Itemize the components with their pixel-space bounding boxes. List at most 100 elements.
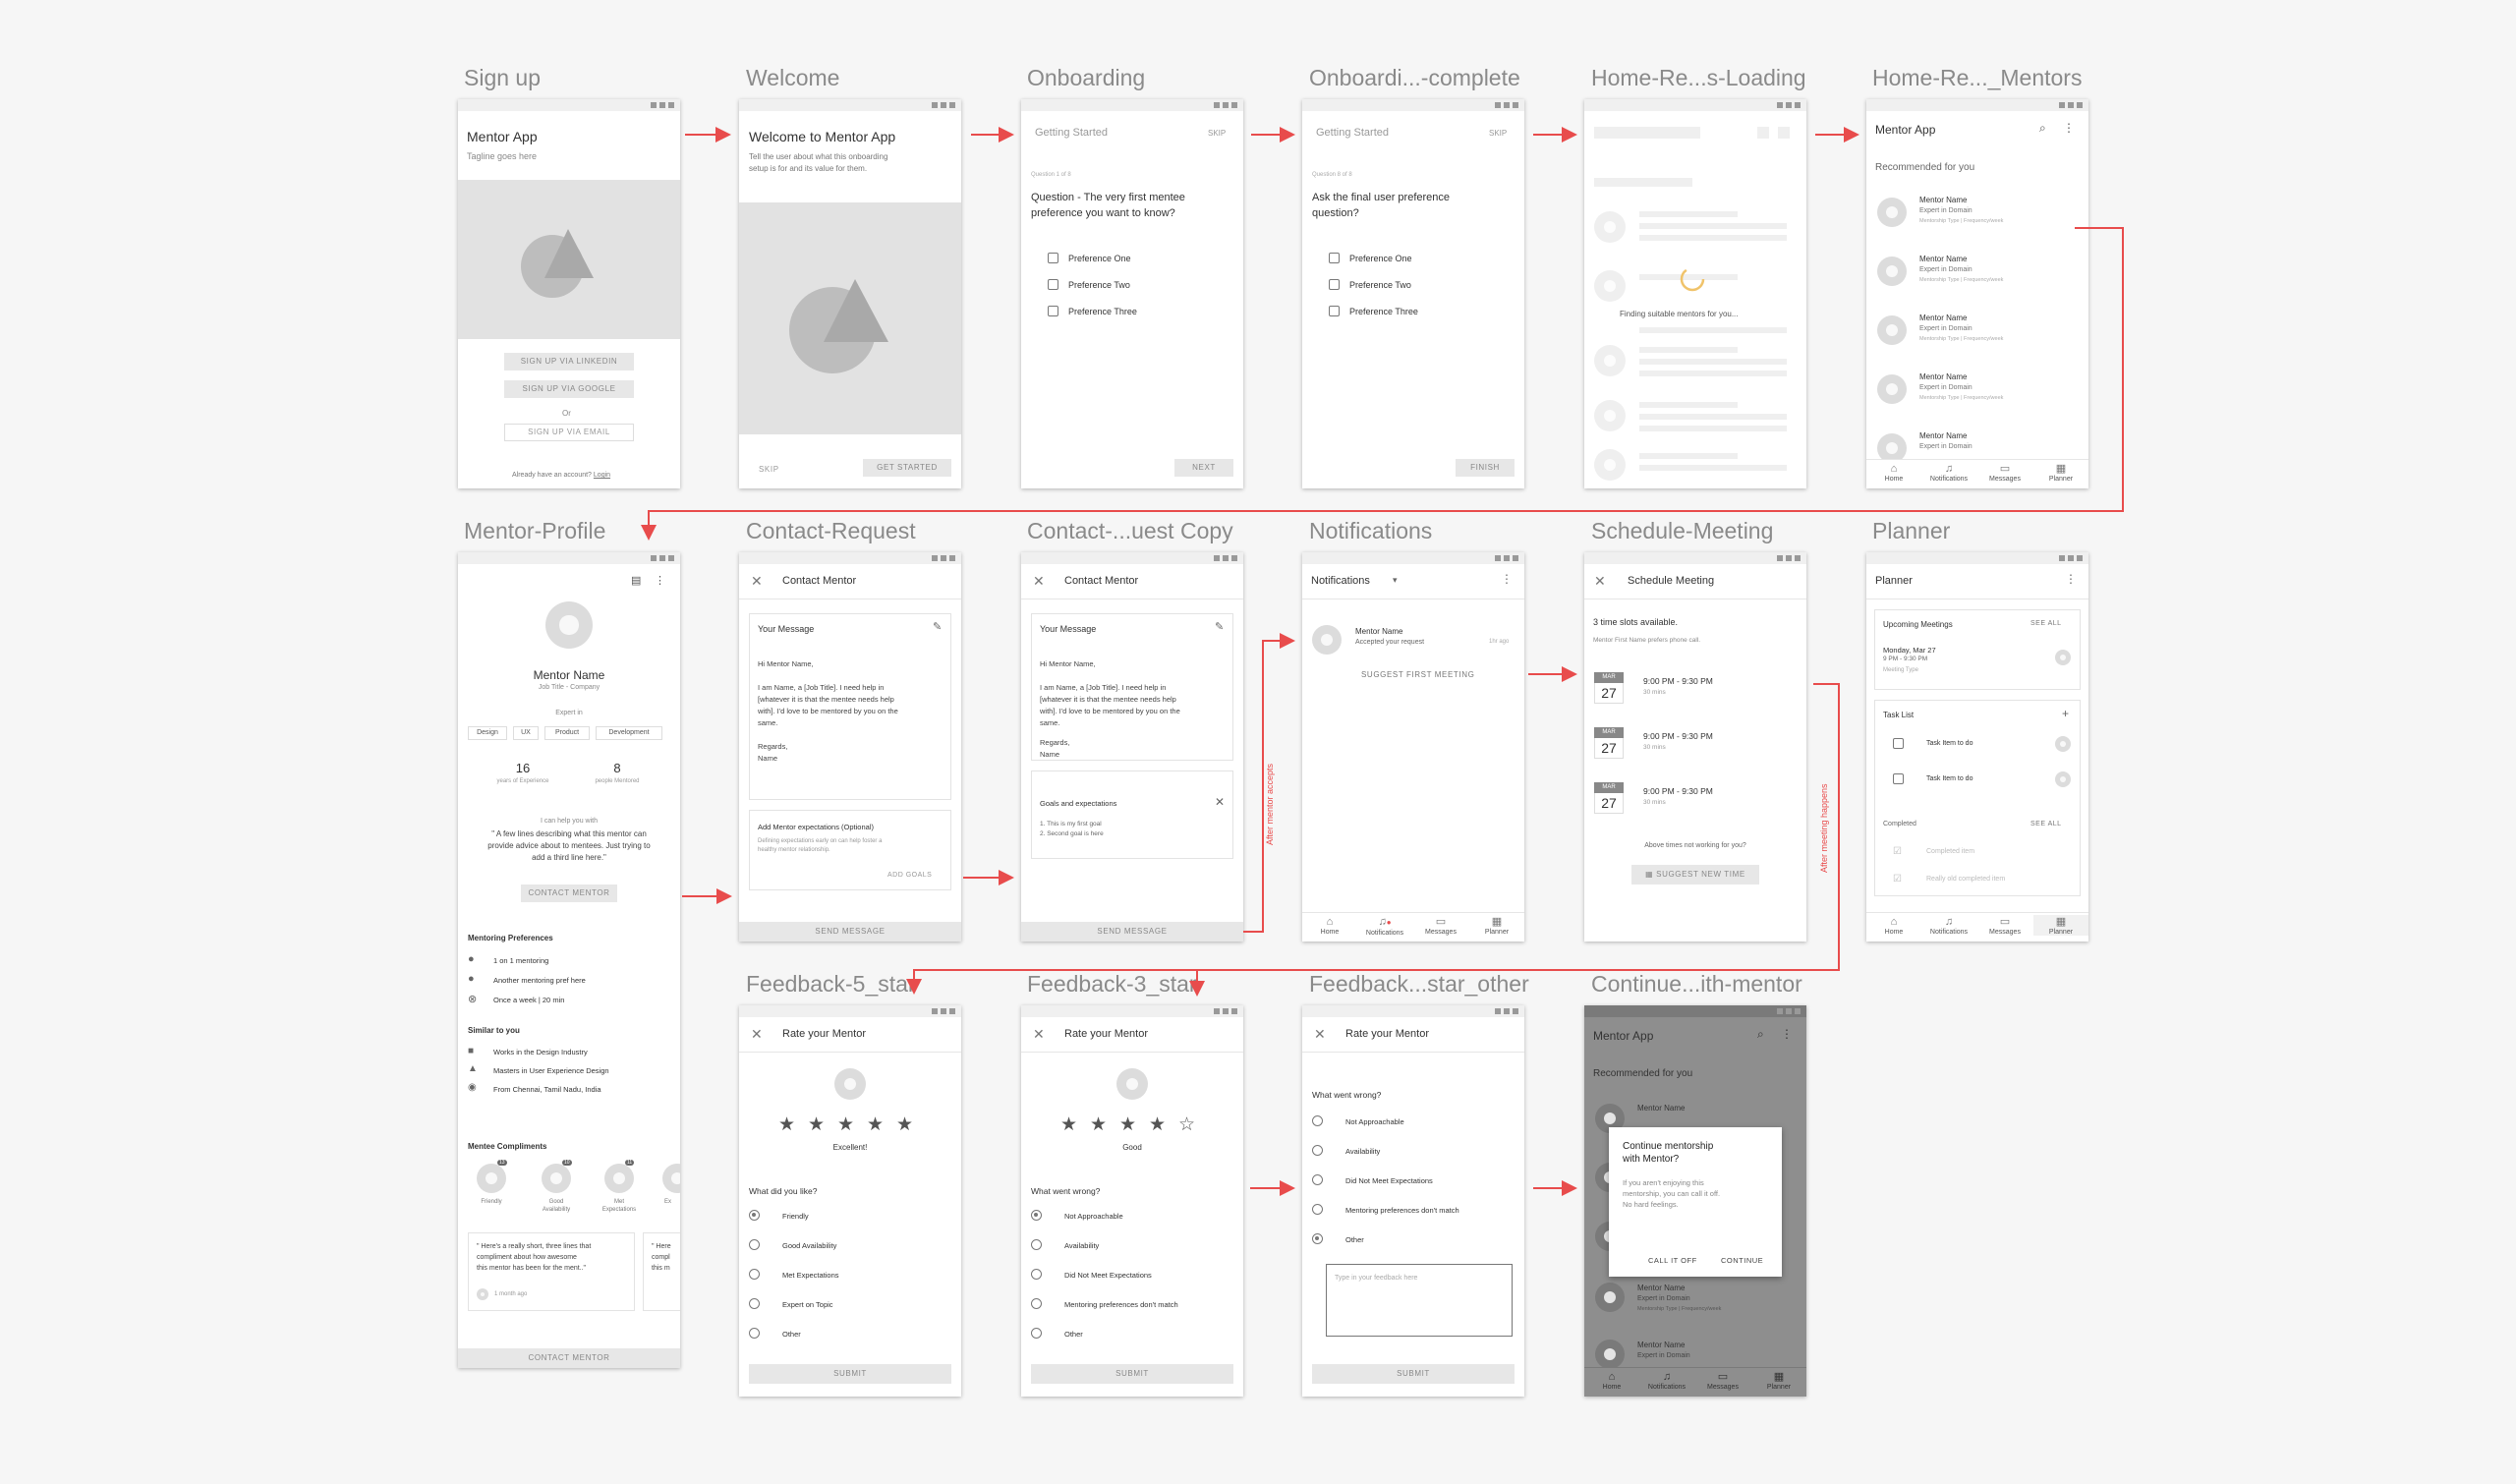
nav-home[interactable]: ⌂Home [1866,462,1921,483]
see-all-link[interactable]: SEE ALL [2030,620,2062,627]
radio-button[interactable] [749,1298,760,1309]
star-filled-icon[interactable]: ★ [1119,1114,1137,1135]
mentor-list-item[interactable]: Mentor Name Expert in Domain Mentorship … [1866,371,2088,428]
radio-button[interactable] [749,1328,760,1339]
star-filled-icon[interactable]: ★ [778,1114,796,1135]
task-checkbox[interactable] [1893,738,1904,749]
message-card[interactable]: Your Message ✎ Hi Mentor Name, I am Name… [1031,613,1233,761]
nav-home[interactable]: ⌂Home [1302,915,1357,936]
nav-notifications[interactable]: ♫●Notifications [1357,915,1412,937]
radio-button[interactable] [1031,1210,1042,1221]
radio-button[interactable] [1031,1269,1042,1280]
nav-notifications[interactable]: ♫Notifications [1921,462,1976,483]
preference-checkbox[interactable] [1329,279,1340,290]
signup-google-button[interactable]: SIGN UP VIA GOOGLE [504,380,634,398]
mentor-list-item[interactable]: Mentor Name Expert in Domain Mentorship … [1866,194,2088,251]
star-filled-icon[interactable]: ★ [808,1114,826,1135]
radio-button[interactable] [1312,1115,1323,1126]
similar-title: Similar to you [468,1026,520,1035]
close-icon[interactable]: ✕ [1033,1026,1045,1042]
search-icon[interactable]: ⌕ [2039,121,2046,135]
star-filled-icon[interactable]: ★ [896,1114,914,1135]
task-checkbox[interactable] [1893,773,1904,784]
preference-checkbox[interactable] [1048,253,1058,263]
close-icon[interactable]: ✕ [751,573,763,589]
next-button[interactable]: NEXT [1174,459,1233,477]
add-goals-button[interactable]: ADD GOALS [887,872,933,879]
preference-checkbox[interactable] [1329,306,1340,316]
preference-checkbox[interactable] [1329,253,1340,263]
submit-button[interactable]: SUBMIT [1312,1364,1515,1384]
nav-planner[interactable]: ▦Planner [2033,915,2088,936]
nav-notifications[interactable]: ♫Notifications [1921,915,1976,936]
continue-button[interactable]: CONTINUE [1721,1256,1764,1265]
send-message-button[interactable]: SEND MESSAGE [1021,922,1243,942]
skip-button[interactable]: SKIP [1489,129,1508,138]
finish-button[interactable]: FINISH [1456,459,1515,477]
radio-button[interactable] [749,1210,760,1221]
nav-messages[interactable]: ▭Messages [1413,915,1468,936]
mentor-list-item[interactable]: Mentor Name Expert in Domain Mentorship … [1866,253,2088,310]
contact-mentor-bottom-button[interactable]: CONTACT MENTOR [458,1348,680,1368]
close-icon[interactable]: ✕ [751,1026,763,1042]
close-icon[interactable]: ✕ [1033,573,1045,589]
preference-checkbox[interactable] [1048,306,1058,316]
contact-mentor-button[interactable]: CONTACT MENTOR [521,885,617,902]
star-filled-icon[interactable]: ★ [1060,1114,1078,1135]
nav-messages[interactable]: ▭Messages [1977,915,2032,936]
radio-button[interactable] [1312,1174,1323,1185]
nav-planner[interactable]: ▦Planner [2033,462,2088,483]
preference-checkbox[interactable] [1048,279,1058,290]
radio-button[interactable] [1312,1204,1323,1215]
signup-linkedin-button[interactable]: SIGN UP VIA LINKEDIN [504,353,634,371]
radio-button[interactable] [1031,1298,1042,1309]
radio-button[interactable] [749,1269,760,1280]
nav-planner[interactable]: ▦Planner [1469,915,1524,936]
suggest-new-time-button[interactable]: ▦ SUGGEST NEW TIME [1631,865,1759,885]
send-message-button[interactable]: SEND MESSAGE [739,922,961,942]
call-it-off-button[interactable]: CALL IT OFF [1648,1256,1697,1265]
close-icon[interactable]: ✕ [1594,573,1606,589]
skip-button[interactable]: SKIP [1208,129,1227,138]
star-filled-icon[interactable]: ★ [867,1114,885,1135]
see-all-link[interactable]: SEE ALL [2030,821,2062,828]
star-filled-icon[interactable]: ★ [1149,1114,1167,1135]
star-empty-icon[interactable]: ☆ [1178,1114,1196,1135]
radio-button[interactable] [749,1239,760,1250]
more-vert-icon[interactable]: ⋮ [2065,572,2077,586]
feedback-textarea[interactable]: Type in your feedback here [1326,1264,1513,1337]
checked-box-icon[interactable]: ☑ [1893,874,1902,885]
add-icon[interactable]: + [2062,707,2070,720]
edit-pencil-icon[interactable]: ✎ [933,621,943,633]
radio-button[interactable] [1312,1233,1323,1244]
calendar-icon[interactable]: ▤ [631,575,642,587]
radio-button[interactable] [1031,1239,1042,1250]
radio-button[interactable] [1031,1328,1042,1339]
skip-button[interactable]: SKIP [759,465,779,474]
login-link[interactable]: Login [593,472,611,479]
radio-button[interactable] [1312,1145,1323,1156]
star-filled-icon[interactable]: ★ [837,1114,855,1135]
edit-pencil-icon[interactable]: ✎ [1215,621,1225,633]
submit-button[interactable]: SUBMIT [1031,1364,1233,1384]
mentor-list-item[interactable]: Mentor Name Expert in Domain Mentorship … [1866,312,2088,369]
message-card[interactable]: Your Message ✎ Hi Mentor Name, I am Name… [749,613,951,800]
checked-box-icon[interactable]: ☑ [1893,846,1902,857]
close-icon[interactable]: ✕ [1215,795,1226,809]
more-vert-icon[interactable]: ⋮ [2063,121,2075,135]
more-vert-icon[interactable]: ⋮ [1501,572,1513,586]
submit-button[interactable]: SUBMIT [749,1364,951,1384]
nav-messages[interactable]: ▭Messages [1977,462,2032,483]
mentor-list-item[interactable]: Mentor Name Expert in Domain [1866,429,2088,463]
dropdown-arrow-icon[interactable]: ▾ [1393,575,1398,585]
get-started-button[interactable]: GET STARTED [863,459,951,477]
more-vert-icon[interactable]: ⋮ [655,575,665,587]
star-filled-icon[interactable]: ★ [1090,1114,1108,1135]
signup-email-button[interactable]: SIGN UP VIA EMAIL [504,424,634,441]
close-icon[interactable]: ✕ [1314,1026,1326,1042]
suggest-meeting-button[interactable]: SUGGEST FIRST MEETING [1361,670,1475,679]
nav-home[interactable]: ⌂Home [1866,915,1921,936]
